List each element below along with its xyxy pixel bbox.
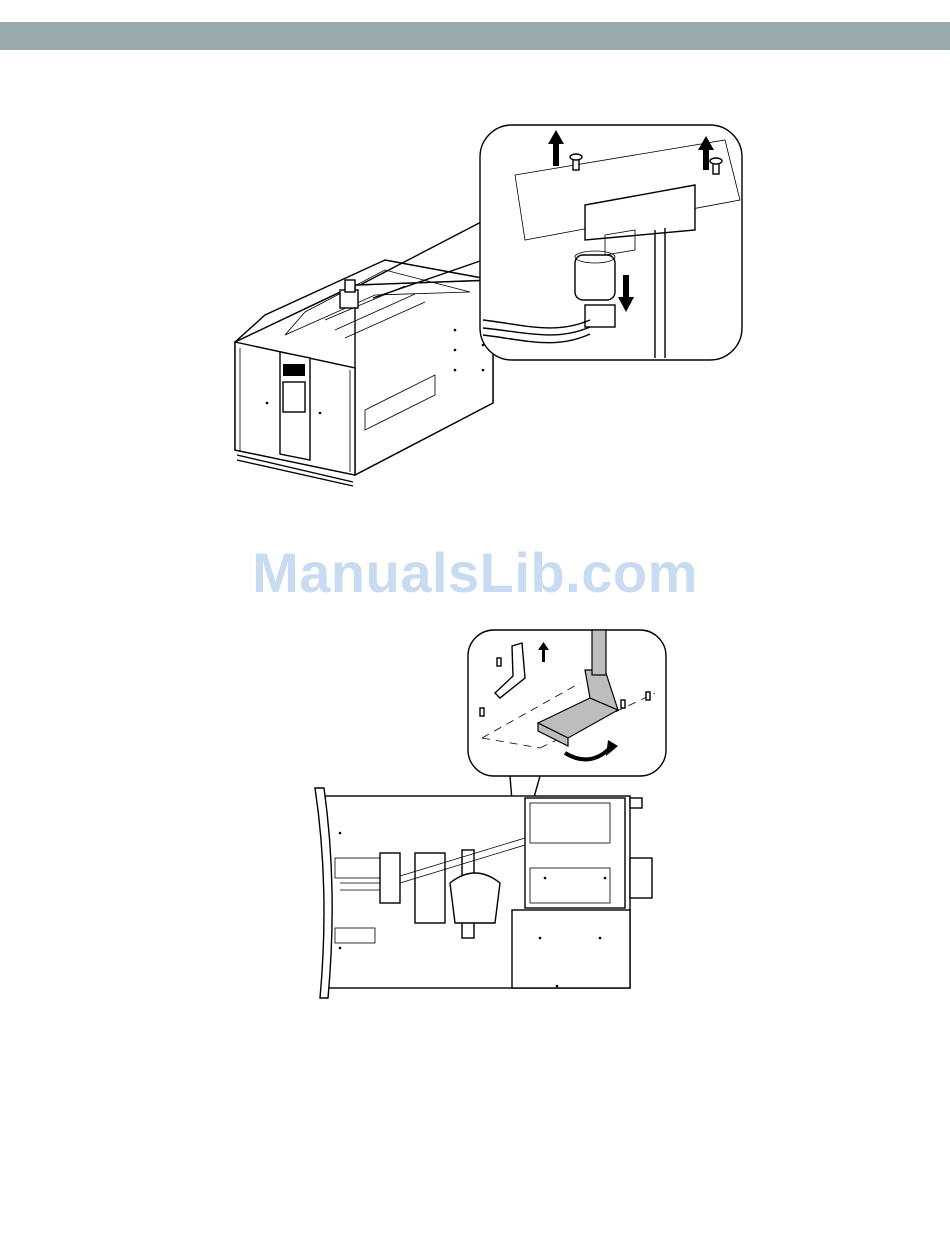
library-isometric-figure [225, 120, 745, 490]
detail-callout-bracket [468, 630, 666, 776]
watermark: ManualsLib.com [0, 540, 950, 605]
header-band [0, 22, 950, 50]
library-chassis-side [315, 788, 652, 998]
library-chassis [235, 260, 493, 486]
detail-callout-cable [480, 125, 742, 360]
library-side-figure [300, 628, 670, 1003]
